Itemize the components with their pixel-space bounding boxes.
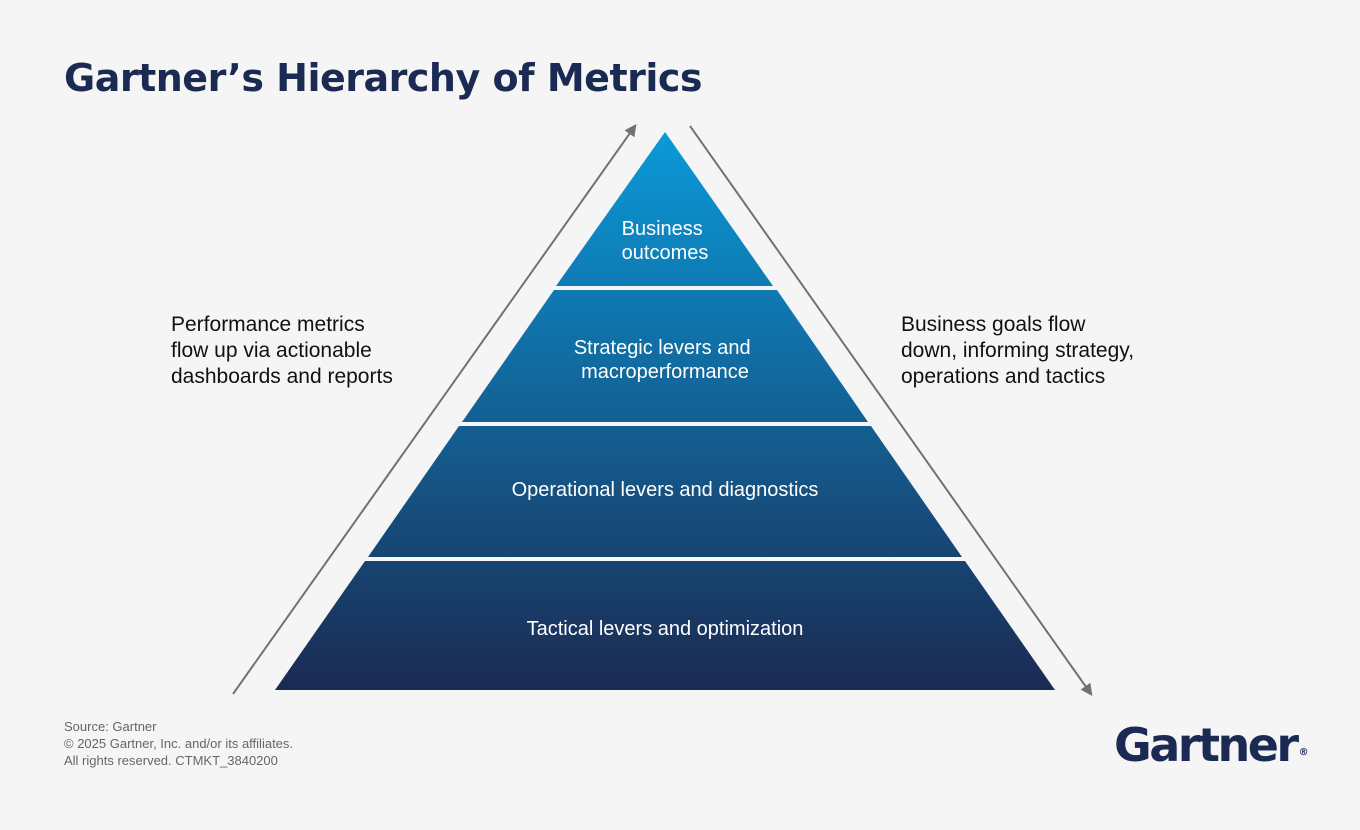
flow-up-arrow: [232, 124, 637, 695]
performance-metrics-note: Performance metrics flow up via actionab…: [171, 313, 393, 388]
pyramid-level-label: Business outcomes: [622, 218, 709, 264]
rights-line: All rights reserved. CTMKT_3840200: [64, 753, 278, 768]
business-goals-note: Business goals flow down, informing stra…: [901, 313, 1135, 388]
source-line: Source: Gartner: [64, 719, 157, 734]
pyramid-level-label: Operational levers and diagnostics: [512, 479, 819, 501]
source-footer: Source: Gartner © 2025 Gartner, Inc. and…: [64, 718, 293, 769]
pyramid-level-label: Strategic levers and macroperformance: [574, 337, 756, 383]
pyramid-level-operational: [368, 426, 962, 557]
page-title: Gartner’s Hierarchy of Metrics: [64, 56, 703, 100]
pyramid-level-label: Tactical levers and optimization: [527, 618, 804, 640]
copyright-line: © 2025 Gartner, Inc. and/or its affiliat…: [64, 736, 294, 751]
flow-down-arrow: [689, 125, 1093, 696]
pyramid-level-strategic: [462, 290, 868, 422]
gartner-logo: Gartner®: [1114, 718, 1309, 772]
pyramid-level-business-outcomes: [556, 132, 773, 286]
pyramid-level-tactical: [275, 561, 1055, 690]
